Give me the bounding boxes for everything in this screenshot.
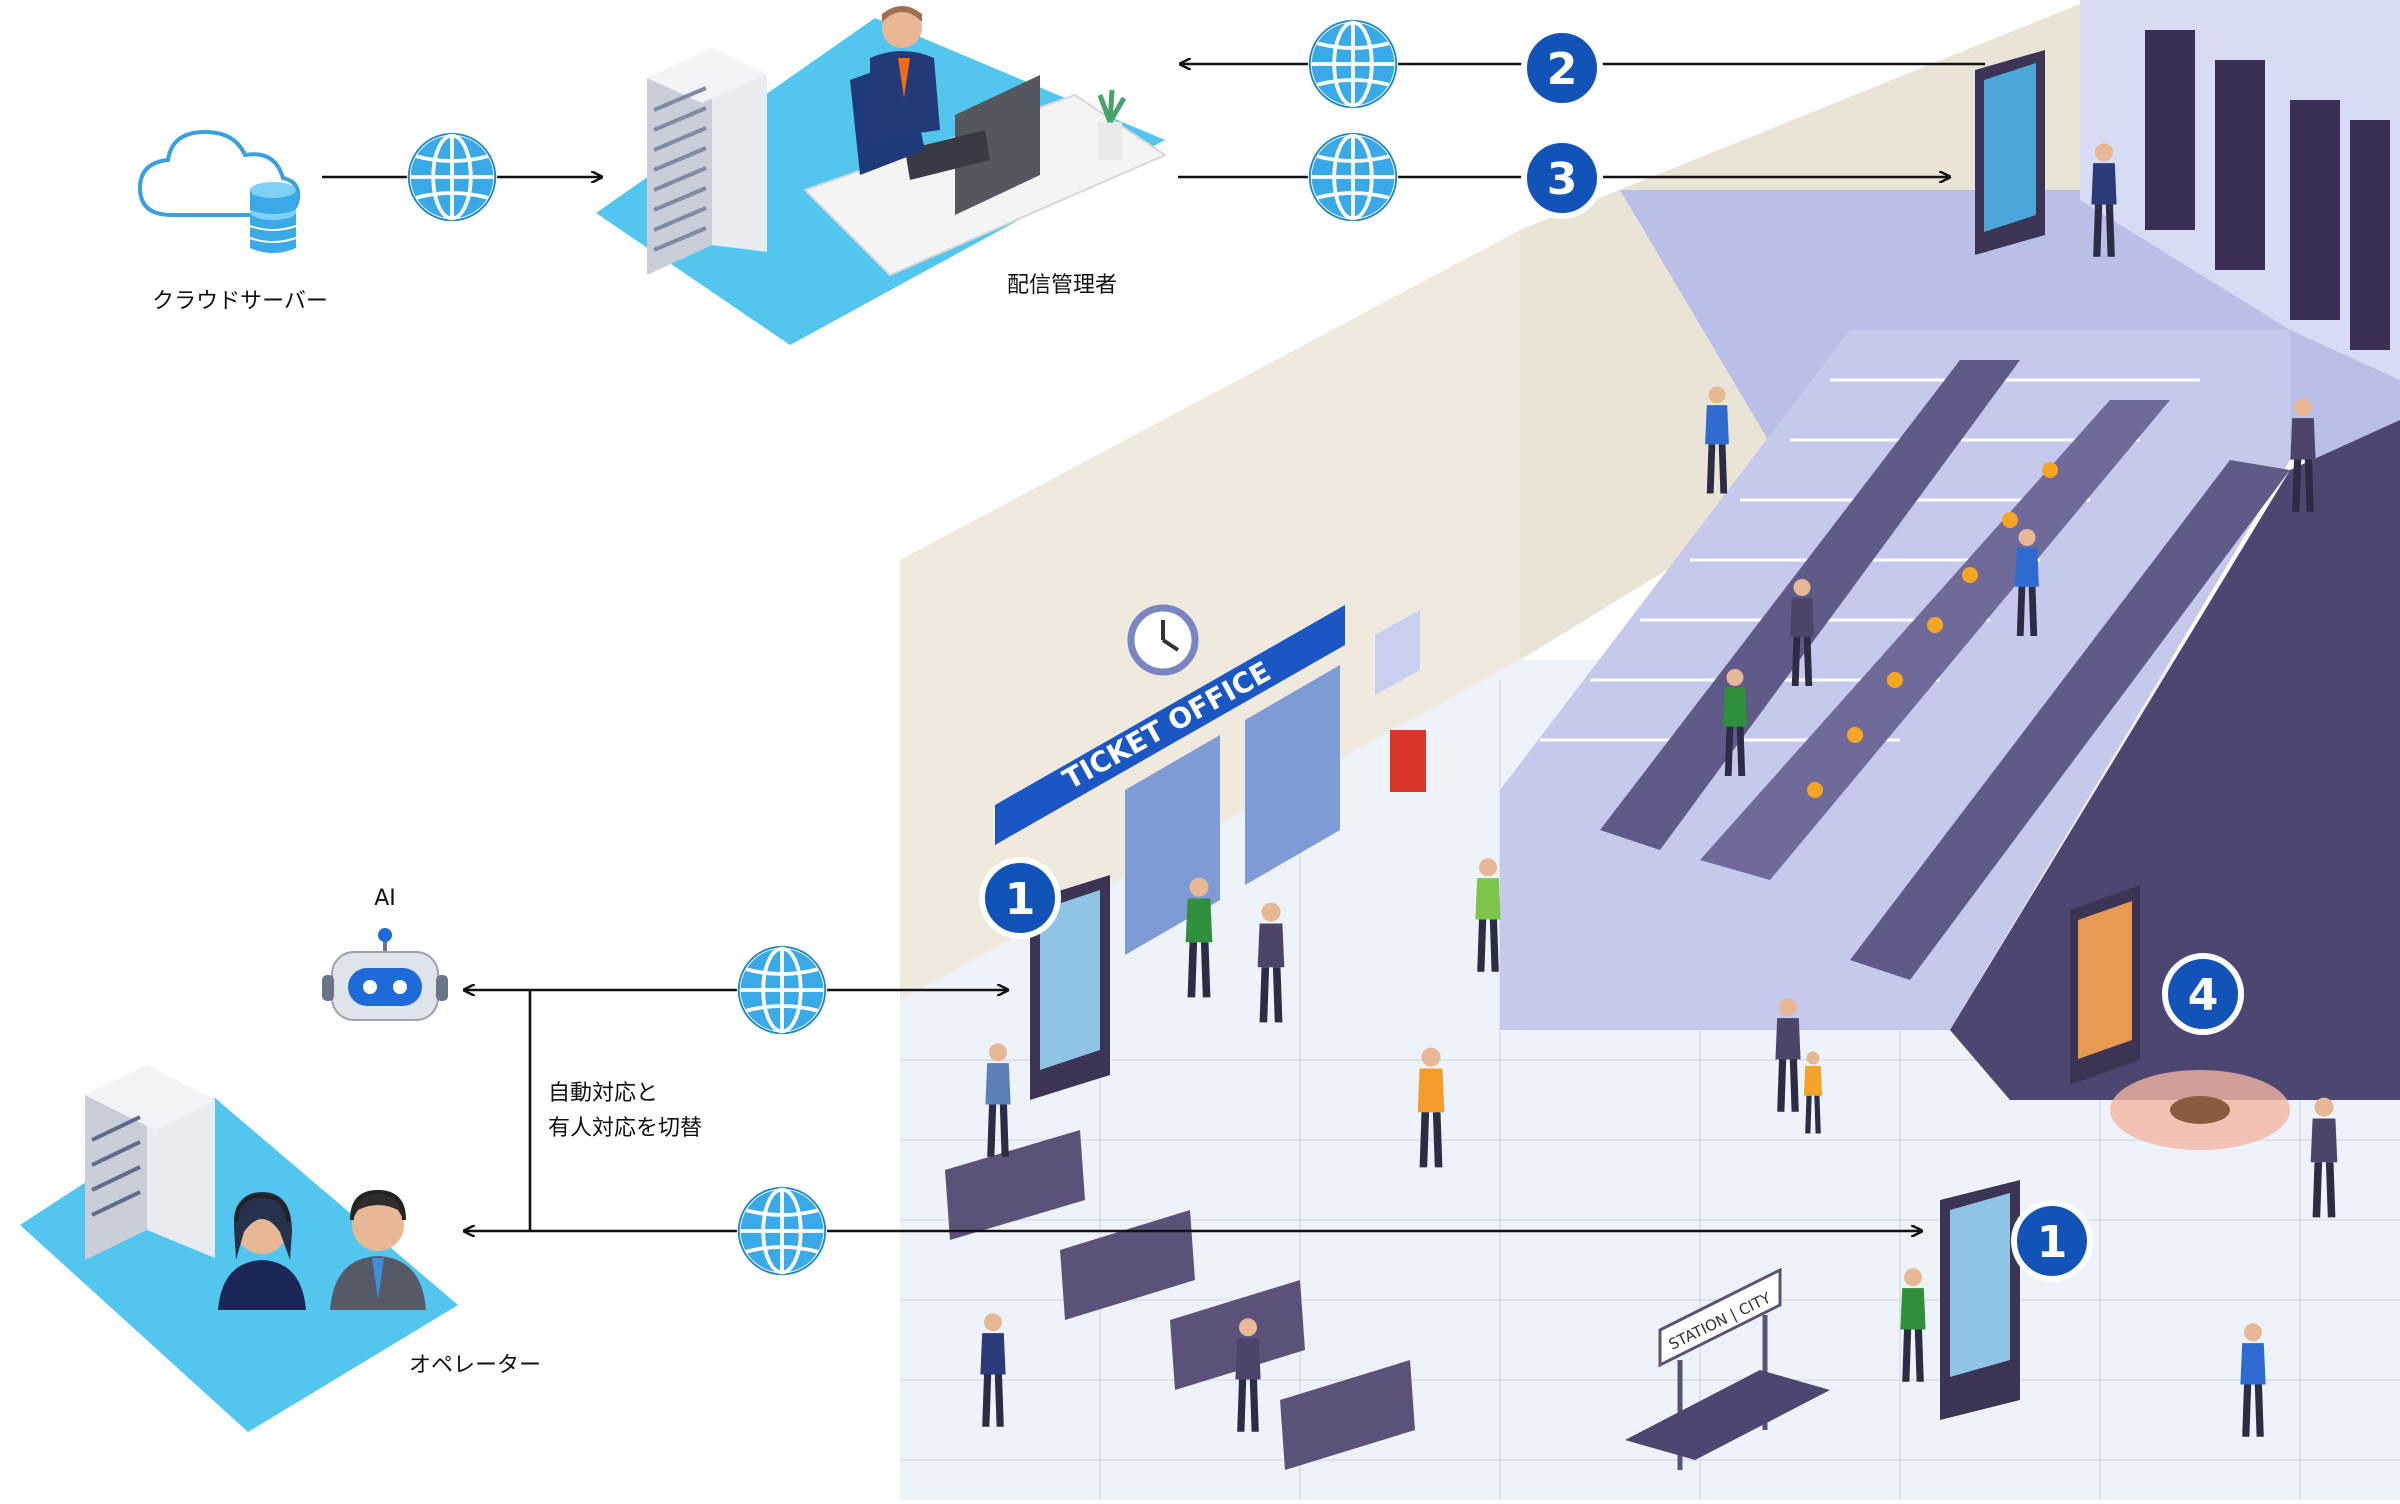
entrance-doors <box>2145 30 2390 350</box>
station-scene: TICKET OFFICE <box>900 0 2400 1500</box>
label-cloud-server: クラウドサーバー <box>152 289 328 314</box>
globe-icon-deliver <box>1307 131 1399 223</box>
svg-text:1: 1 <box>1005 874 1036 925</box>
operator-woman-avatar <box>218 1192 306 1310</box>
building-icon <box>647 48 767 275</box>
label-distribution-manager: 配信管理者 <box>1007 273 1117 298</box>
digital-signage-floor <box>2070 885 2290 1150</box>
cloud-server-icon <box>137 129 301 253</box>
label-switch-line2: 有人対応を切替 <box>548 1116 702 1141</box>
kiosk-left <box>1030 875 1110 1100</box>
escalator-right <box>1850 460 2290 980</box>
globe-icon-operator <box>736 1185 828 1277</box>
badge-2: 2 <box>1521 27 1603 109</box>
svg-text:2: 2 <box>1547 44 1578 95</box>
globe-icon-ai <box>736 944 828 1036</box>
distribution-manager-illustration <box>596 6 1168 345</box>
digital-signage-upper <box>1975 50 2045 255</box>
database-icon <box>249 182 297 253</box>
badge-1-right: 1 <box>2011 1200 2093 1282</box>
globe-icon-cloud <box>406 131 498 223</box>
monitor <box>955 75 1040 215</box>
operator-building-icon <box>85 1065 215 1260</box>
manager-avatar <box>850 6 940 175</box>
ai-robot-icon <box>322 928 448 1021</box>
label-switch-line1: 自動対応と <box>548 1081 658 1106</box>
svg-text:1: 1 <box>2037 1217 2068 1268</box>
escalator-center <box>1700 400 2170 880</box>
svg-text:4: 4 <box>2188 970 2219 1021</box>
label-ai: AI <box>374 886 396 911</box>
ticket-machine <box>1390 730 1426 792</box>
badge-1-left: 1 <box>979 857 1061 939</box>
number-badges: 2 3 1 1 4 <box>979 27 2244 1282</box>
operator-illustration <box>20 1065 458 1432</box>
svg-text:3: 3 <box>1547 154 1578 205</box>
globe-icon-return <box>1307 18 1399 110</box>
kiosk-right <box>1940 1180 2020 1420</box>
plant-icon <box>1097 89 1127 160</box>
badge-3: 3 <box>1521 137 1603 219</box>
label-operator: オペレーター <box>409 1353 541 1378</box>
ticket-gates <box>945 1130 1415 1470</box>
operator-man-avatar <box>330 1189 426 1310</box>
badge-4: 4 <box>2162 953 2244 1035</box>
